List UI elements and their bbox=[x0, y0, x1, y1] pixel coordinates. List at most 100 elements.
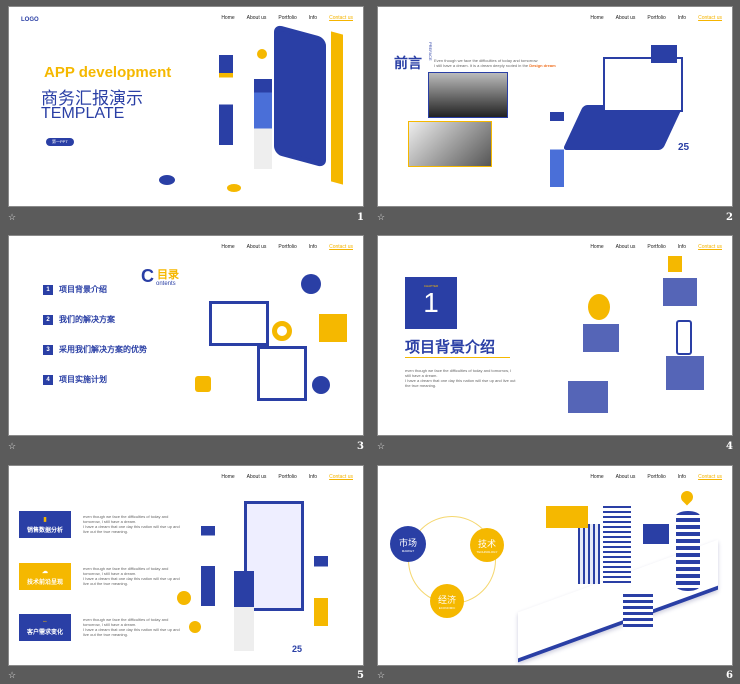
nav-info: Info bbox=[308, 244, 318, 250]
slide-number: 4 bbox=[726, 441, 733, 452]
slide-star-icon[interactable]: ☆ bbox=[377, 441, 386, 451]
lightbulb-icon bbox=[257, 49, 267, 59]
nav-about: About us bbox=[246, 474, 267, 480]
slide-star-icon[interactable]: ☆ bbox=[377, 212, 386, 222]
nav-contact: Contact us bbox=[698, 15, 722, 21]
location-pin-icon bbox=[678, 488, 696, 506]
nav-bar: Home About us Portfolio Info Contact us bbox=[590, 244, 722, 250]
nav-home: Home bbox=[590, 15, 604, 21]
monitor-illustration bbox=[209, 301, 269, 346]
calendar-icon: 25 bbox=[292, 644, 303, 654]
slide-number: 1 bbox=[357, 212, 364, 223]
slide-star-icon[interactable]: ☆ bbox=[8, 212, 17, 222]
chat-icon bbox=[643, 524, 669, 544]
nav-about: About us bbox=[615, 15, 636, 21]
folder-icon bbox=[319, 314, 347, 342]
nav-home: Home bbox=[590, 244, 604, 250]
laptop-illustration bbox=[257, 346, 307, 401]
lightbulb-icon bbox=[189, 621, 201, 633]
nav-info: Info bbox=[308, 474, 318, 480]
phone-illustration bbox=[274, 24, 326, 168]
nav-home: Home bbox=[221, 474, 235, 480]
nav-contact: Contact us bbox=[329, 474, 353, 480]
arrows-icon: ⇔ bbox=[42, 619, 48, 625]
building-illustration bbox=[578, 524, 600, 584]
lock-icon bbox=[668, 256, 682, 272]
badge: 第一PPT bbox=[46, 138, 74, 146]
card-text: even though we face the difficulties of … bbox=[83, 617, 180, 637]
slide-thumbnail-4[interactable]: Home About us Portfolio Info Contact us CHAP… bbox=[377, 235, 733, 436]
contents-en: ontents bbox=[156, 281, 176, 287]
contents-cn: 目录 bbox=[157, 269, 179, 281]
heading: 前言 bbox=[394, 55, 422, 71]
server-stack bbox=[666, 356, 704, 390]
person-illustration bbox=[550, 112, 564, 187]
chapter-box: CHAPTER 1 bbox=[405, 277, 457, 329]
building-illustration bbox=[603, 506, 631, 586]
music-icon bbox=[312, 376, 330, 394]
nav-info: Info bbox=[308, 15, 318, 21]
chat-icon bbox=[546, 506, 588, 528]
nav-info: Info bbox=[677, 244, 687, 250]
gear-icon bbox=[272, 321, 292, 341]
title-en: APP development bbox=[44, 64, 172, 81]
nav-contact: Contact us bbox=[329, 15, 353, 21]
person-illustration bbox=[234, 571, 254, 651]
ruler-illustration bbox=[331, 31, 343, 185]
contents-c: C bbox=[141, 266, 154, 286]
slide-star-icon[interactable]: ☆ bbox=[8, 441, 17, 451]
server-stack bbox=[583, 324, 619, 352]
bitcoin-icon bbox=[588, 294, 610, 320]
nav-home: Home bbox=[221, 244, 235, 250]
person-illustration bbox=[314, 556, 328, 626]
person-illustration bbox=[254, 79, 272, 169]
nav-portfolio: Portfolio bbox=[278, 474, 297, 480]
phone-icon bbox=[676, 320, 692, 355]
calendar-icon: 25 bbox=[678, 142, 690, 153]
nav-contact: Contact us bbox=[698, 244, 722, 250]
heading-en: PREFACE bbox=[428, 42, 433, 61]
slide-star-icon[interactable]: ☆ bbox=[377, 670, 386, 680]
nav-bar: Home About us Portfolio Info Contact us bbox=[221, 474, 353, 480]
chart-icon: ▮ bbox=[43, 516, 47, 523]
architecture-photo bbox=[408, 121, 492, 167]
feature-card: ⇔客户需求变化 bbox=[19, 614, 71, 641]
nav-portfolio: Portfolio bbox=[647, 244, 666, 250]
nav-about: About us bbox=[615, 474, 636, 480]
nav-home: Home bbox=[221, 15, 235, 21]
building-photo bbox=[428, 72, 508, 118]
feature-card: ☁技术前沿呈现 bbox=[19, 563, 71, 590]
screen-illustration bbox=[244, 501, 304, 611]
nav-info: Info bbox=[677, 15, 687, 21]
intro-text: Even though we face the difficulties of … bbox=[434, 58, 556, 68]
slide-thumbnail-2[interactable]: Home About us Portfolio Info Contact us 前言 P… bbox=[377, 6, 733, 207]
screen-illustration bbox=[603, 57, 683, 112]
nav-about: About us bbox=[246, 244, 267, 250]
nav-info: Info bbox=[677, 474, 687, 480]
tower-illustration bbox=[676, 511, 700, 591]
nav-about: About us bbox=[615, 244, 636, 250]
feature-card: ▮销售数据分析 bbox=[19, 511, 71, 538]
slide-number: 6 bbox=[726, 670, 733, 681]
card-text: even though we face the difficulties of … bbox=[83, 514, 180, 534]
chat-icon bbox=[301, 274, 321, 294]
nav-contact: Contact us bbox=[698, 474, 722, 480]
logo: LOGO bbox=[21, 17, 39, 23]
nav-portfolio: Portfolio bbox=[278, 244, 297, 250]
slide-star-icon[interactable]: ☆ bbox=[8, 670, 17, 680]
nav-portfolio: Portfolio bbox=[647, 15, 666, 21]
subtitle: TEMPLATE bbox=[41, 105, 125, 122]
cloud-icon: ☁ bbox=[42, 568, 48, 575]
server-stack bbox=[663, 278, 697, 306]
slide-thumbnail-5[interactable]: Home About us Portfolio Info Contact us ▮销售数… bbox=[8, 465, 364, 666]
slide-number: 5 bbox=[357, 670, 364, 681]
